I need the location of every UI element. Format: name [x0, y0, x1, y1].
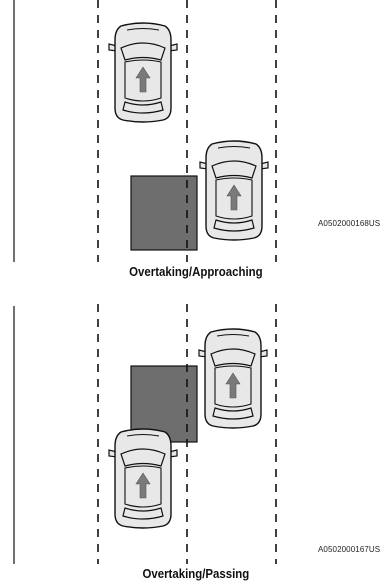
blind-spot-zone: [130, 175, 198, 251]
figure-code: A0502000167US: [318, 545, 381, 554]
figure-overtaking-passing: A0502000167US Overtaking/Passing: [0, 290, 392, 588]
figure-caption: Overtaking/Approaching: [129, 264, 263, 279]
figure-code: A0502000168US: [318, 219, 381, 228]
car-top-view-icon: [108, 428, 178, 529]
diagram-approaching: [13, 0, 277, 262]
diagram-passing: [13, 304, 277, 564]
car-top-view-icon: [108, 22, 178, 123]
figure-overtaking-approaching: A0502000168US Overtaking/Approaching: [0, 0, 392, 290]
car-top-view-icon: [198, 328, 268, 429]
figure-caption: Overtaking/Passing: [142, 566, 250, 581]
car-top-view-icon: [199, 140, 269, 241]
